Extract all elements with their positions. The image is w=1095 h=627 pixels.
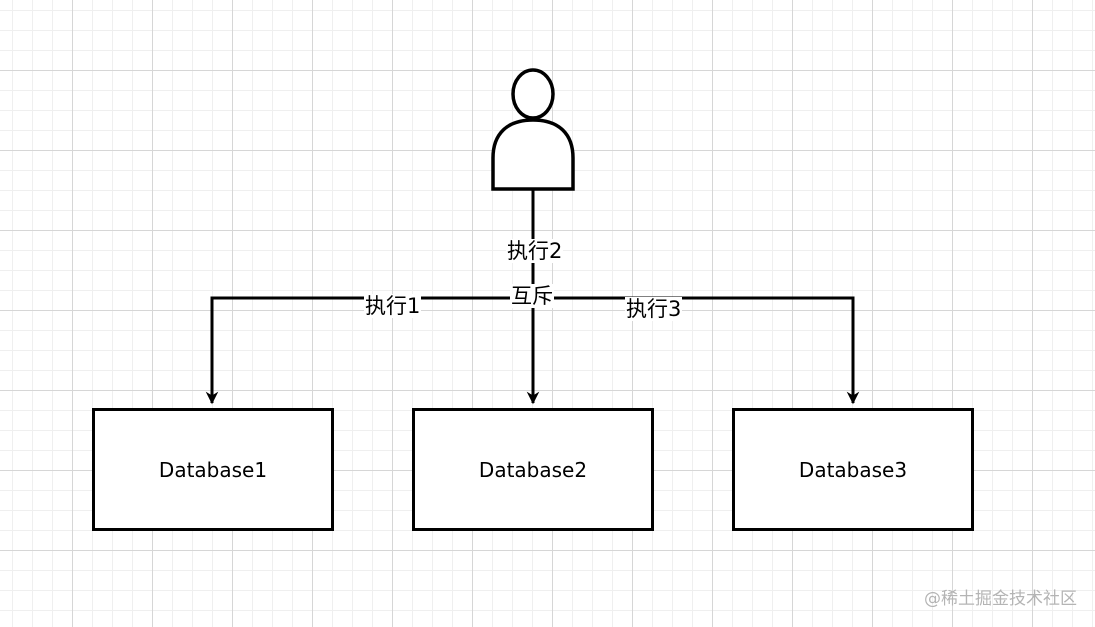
database-node-3-label: Database3 xyxy=(798,457,908,482)
edge-label-execute-2: 执行2 xyxy=(506,239,564,263)
edge-label-execute-1: 执行1 xyxy=(364,294,422,318)
user-icon xyxy=(491,68,575,191)
database-node-2-label: Database2 xyxy=(478,457,588,482)
edge-label-execute-3: 执行3 xyxy=(625,297,683,321)
edge-label-mutex: 互斥 xyxy=(510,284,554,308)
database-node-2[interactable]: Database2 xyxy=(412,408,654,531)
database-node-1-label: Database1 xyxy=(158,457,268,482)
database-node-1[interactable]: Database1 xyxy=(92,408,334,531)
database-node-3[interactable]: Database3 xyxy=(732,408,974,531)
edge-line-execute-3 xyxy=(533,296,860,405)
edge-line-execute-1 xyxy=(205,296,533,405)
watermark: @稀土掘金技术社区 xyxy=(924,589,1077,609)
